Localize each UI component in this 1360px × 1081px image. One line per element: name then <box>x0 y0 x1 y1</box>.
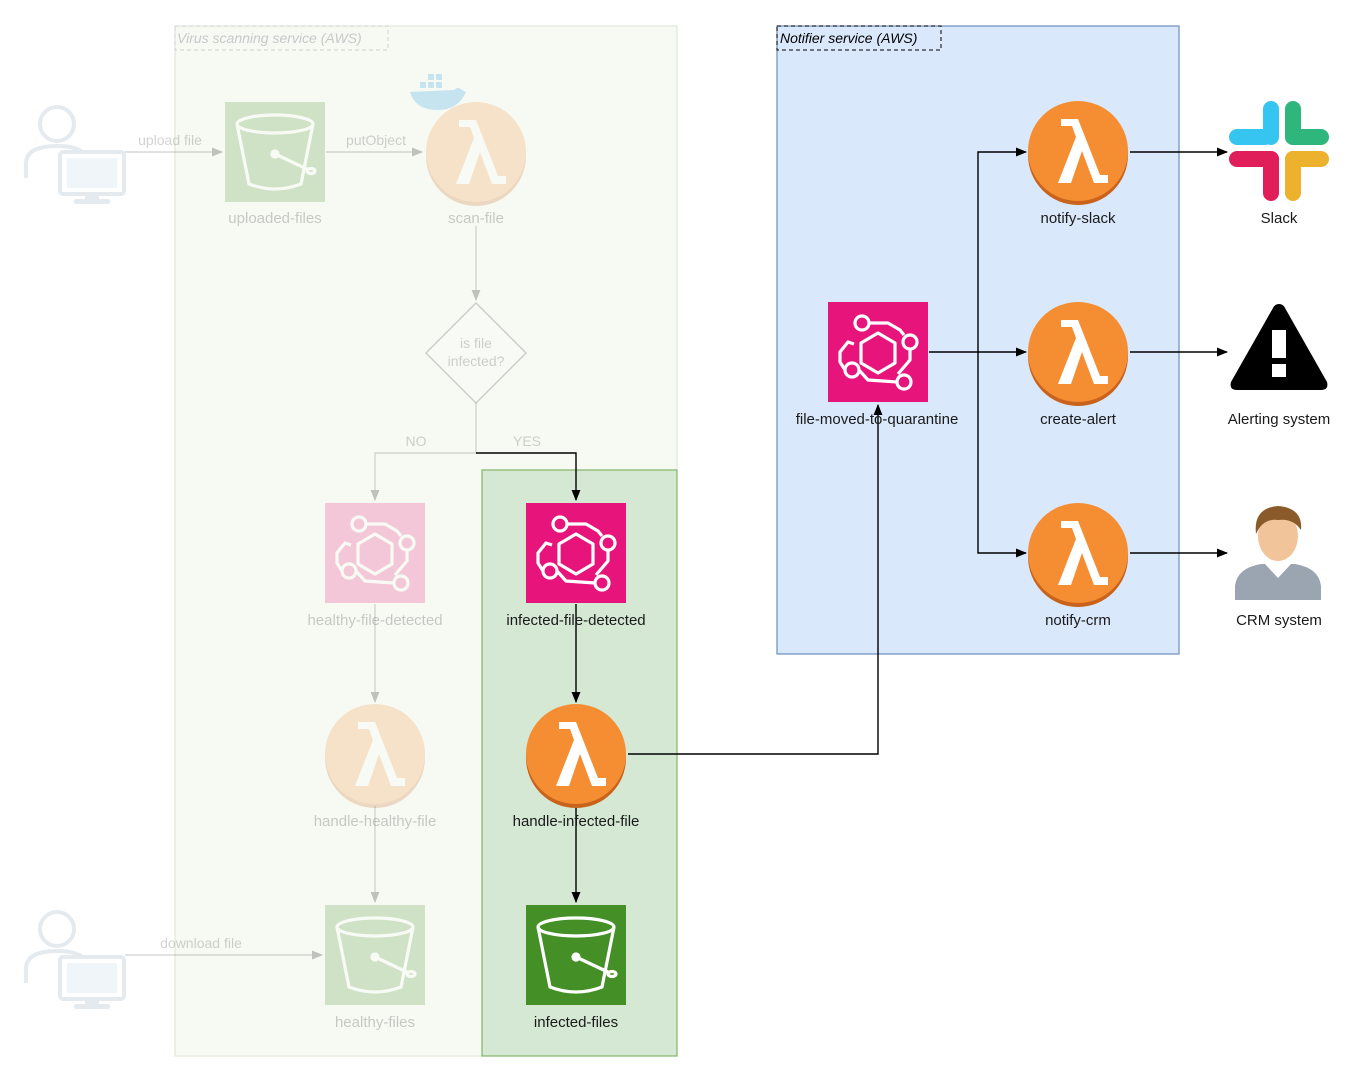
lambda-icon <box>526 704 626 808</box>
s3-bucket-icon <box>323 903 427 1007</box>
edge-label-download: download file <box>160 935 242 951</box>
decision-line-2: infected? <box>448 353 505 369</box>
eventbridge-icon <box>323 501 427 605</box>
quarantine-label: file-moved-to-quarantine <box>796 411 959 428</box>
slack-logo-icon <box>1229 101 1329 201</box>
active-connections <box>476 147 1229 904</box>
uploaded-files-label: uploaded-files <box>228 210 321 227</box>
user-upload-icon <box>24 105 126 206</box>
edge-label-no: NO <box>406 433 427 449</box>
edge-label-put-object: putObject <box>346 132 406 148</box>
decision-line-1: is file <box>460 335 492 351</box>
eventbridge-icon <box>524 501 628 605</box>
virus-group-title: Virus scanning service (AWS) <box>177 30 362 46</box>
faded-nodes: upload file uploaded-files putObject sca… <box>24 74 527 1031</box>
notify-crm-label: notify-crm <box>1045 612 1111 629</box>
edge-label-yes: YES <box>513 433 541 449</box>
handle-healthy-label: handle-healthy-file <box>314 813 437 830</box>
alerting-label: Alerting system <box>1228 411 1331 428</box>
handle-infected-label: handle-infected-file <box>513 813 640 830</box>
infected-detected-label: infected-file-detected <box>506 612 645 629</box>
user-download-icon <box>24 910 126 1011</box>
lambda-icon <box>325 704 425 808</box>
healthy-files-label: healthy-files <box>335 1014 415 1031</box>
lambda-icon <box>1028 302 1128 406</box>
warning-icon <box>1230 304 1328 390</box>
faded-connections <box>125 147 481 960</box>
s3-bucket-icon <box>524 903 628 1007</box>
docker-whale-icon <box>410 74 466 110</box>
infected-files-label: infected-files <box>534 1014 618 1031</box>
lambda-icon <box>1028 101 1128 205</box>
lambda-icon <box>426 102 526 206</box>
person-icon <box>1235 506 1321 600</box>
notifier-group-title: Notifier service (AWS) <box>780 30 917 46</box>
edge-label-upload: upload file <box>138 132 202 148</box>
notify-slack-label: notify-slack <box>1040 210 1116 227</box>
lambda-icon <box>1028 503 1128 607</box>
decision-diamond: is file infected? <box>425 302 527 404</box>
scan-file-label: scan-file <box>448 210 504 227</box>
slack-label: Slack <box>1261 210 1298 227</box>
healthy-detected-label: healthy-file-detected <box>307 612 442 629</box>
eventbridge-icon <box>826 300 930 404</box>
crm-label: CRM system <box>1236 612 1322 629</box>
s3-bucket-icon <box>223 100 327 204</box>
create-alert-label: create-alert <box>1040 411 1117 428</box>
